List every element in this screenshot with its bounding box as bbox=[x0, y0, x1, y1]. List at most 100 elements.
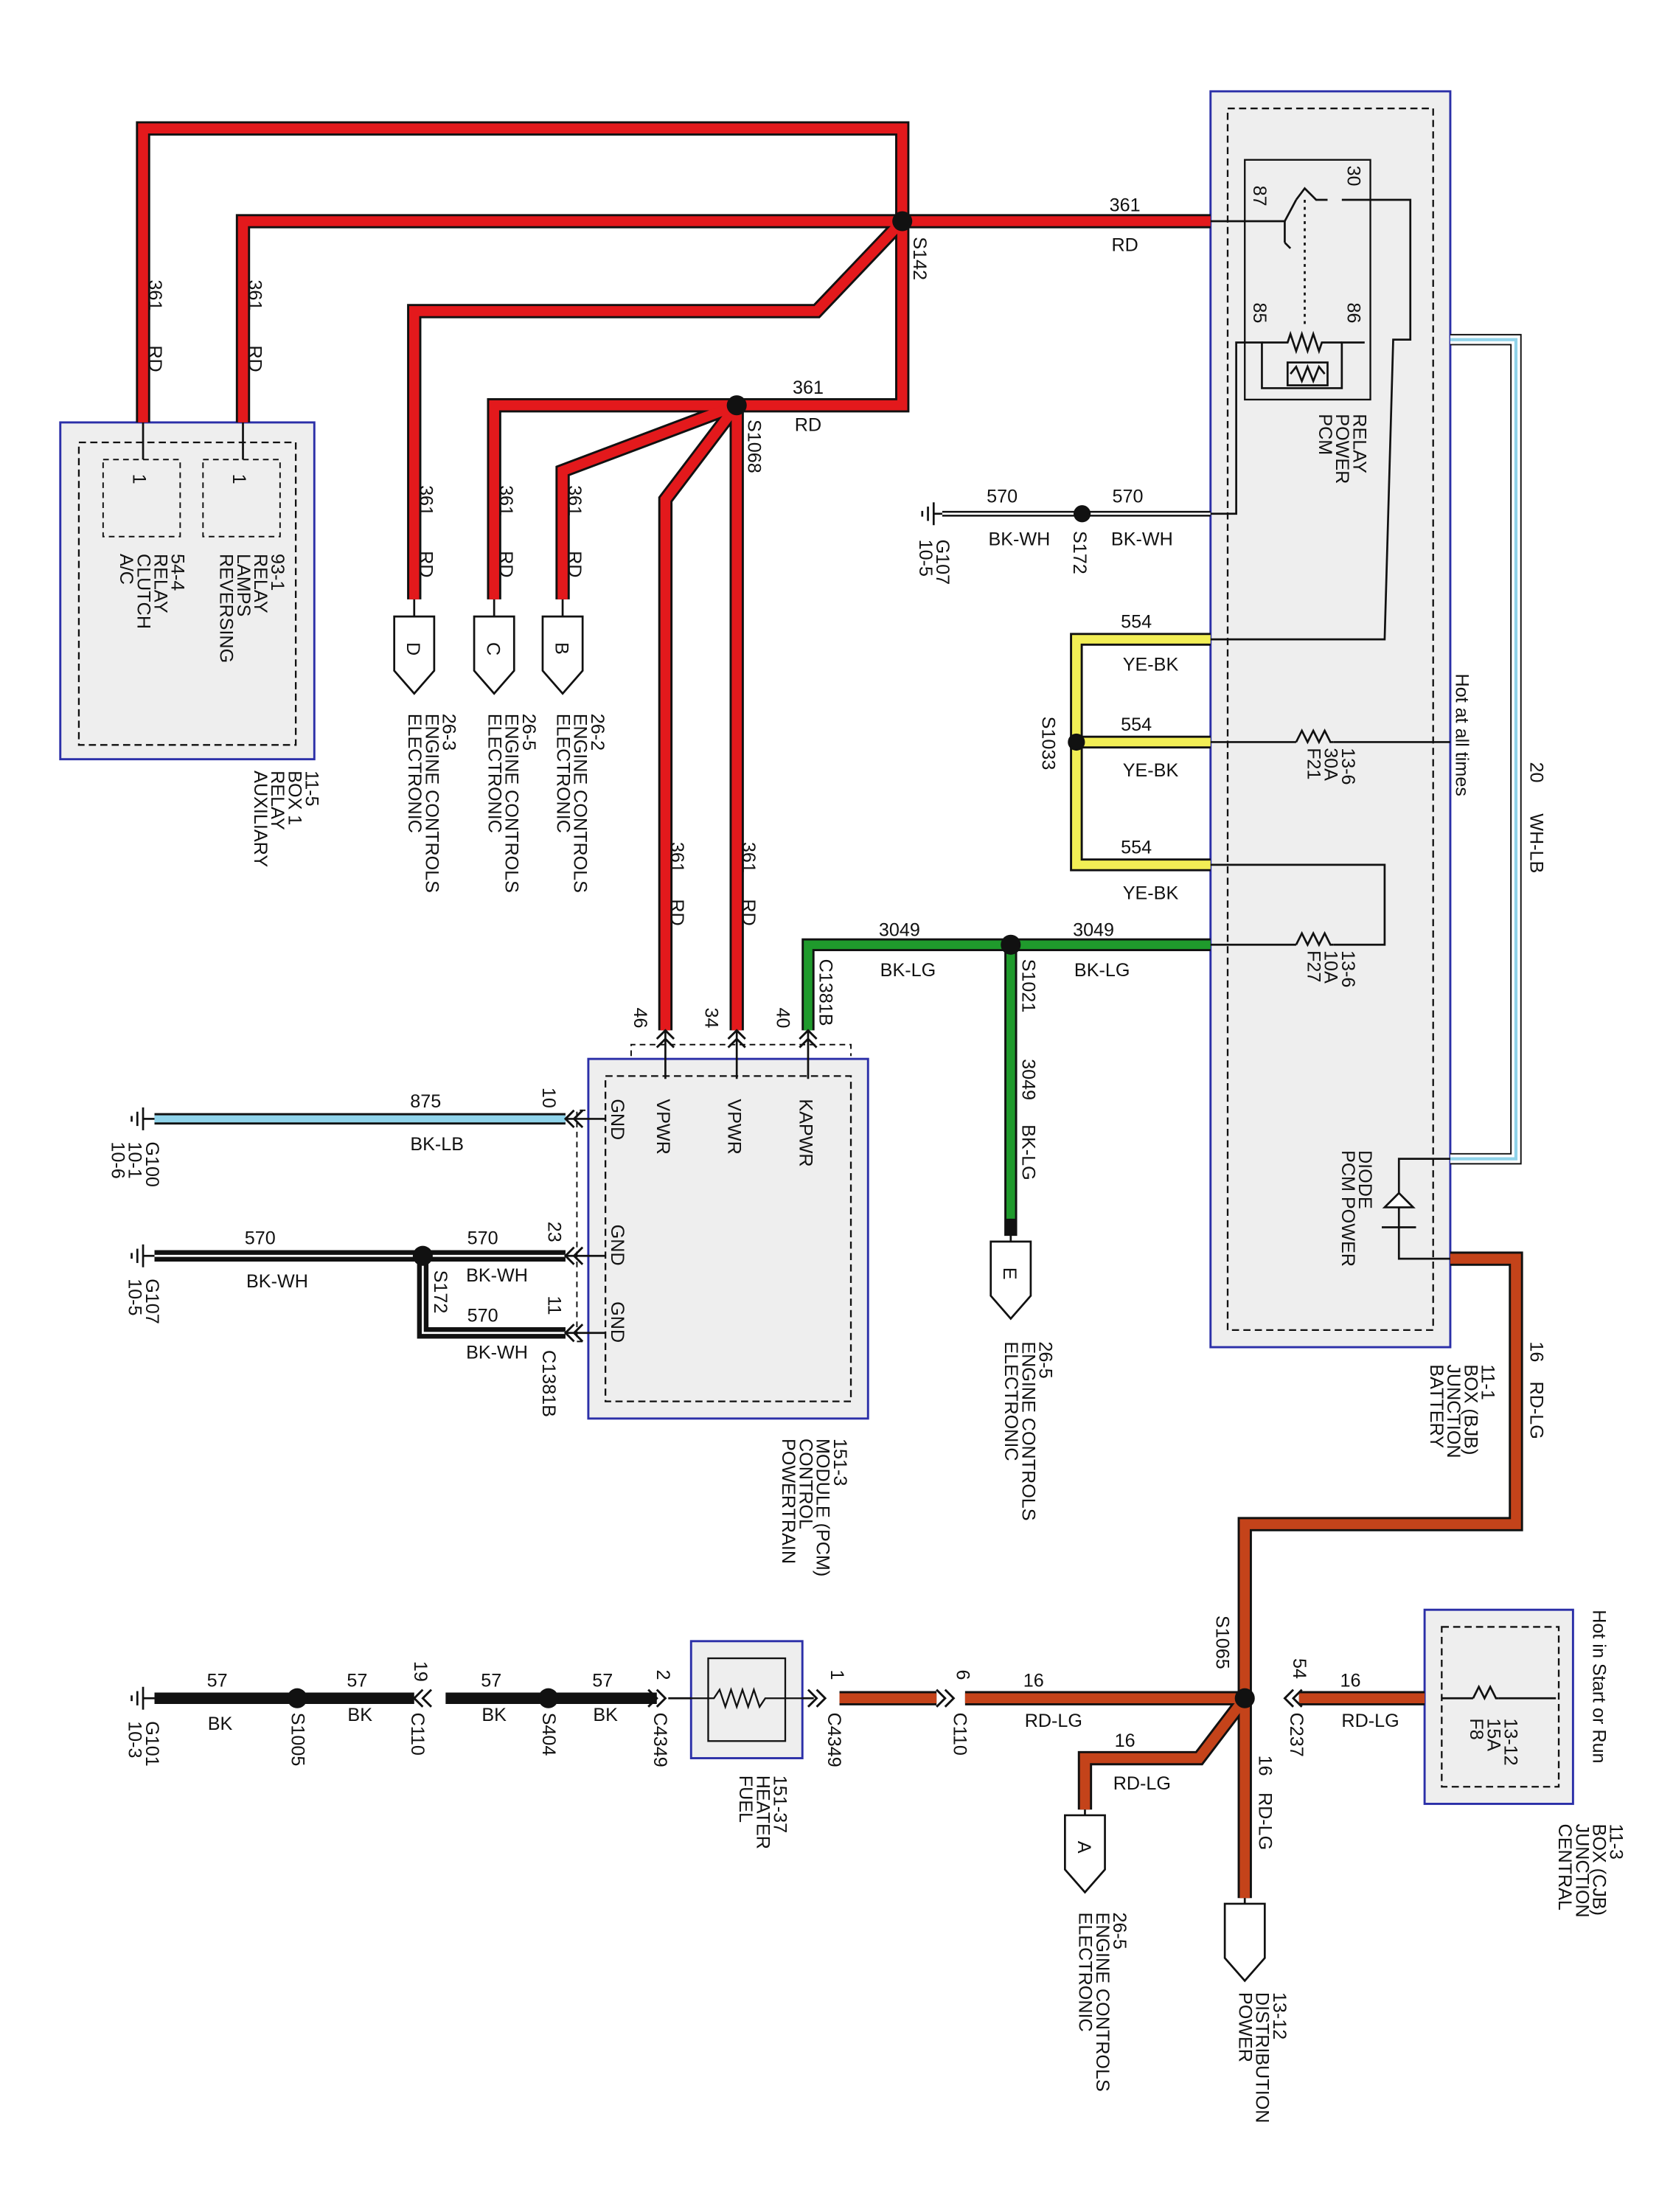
tag-d-shape bbox=[393, 615, 436, 695]
eec-c-0: ELECTRONIC bbox=[484, 714, 504, 833]
label-bklg-b: BK-LG bbox=[1074, 960, 1130, 981]
label-570-c: 570 bbox=[245, 1228, 276, 1249]
pwr-dist-0: POWER bbox=[1234, 1992, 1255, 2062]
circuit-361-wires bbox=[136, 121, 1211, 1031]
fuse-f21-rating: 30A bbox=[1321, 748, 1341, 781]
connector-chevrons bbox=[412, 1029, 1303, 1708]
ac-clutch-label-3: 54-4 bbox=[167, 554, 188, 591]
label-yebk-a: YE-BK bbox=[1123, 655, 1179, 675]
cjb-label-3: 11-3 bbox=[1606, 1824, 1627, 1860]
splice-s1005-dot bbox=[287, 1688, 307, 1708]
label-rd-c: RD bbox=[495, 551, 516, 577]
label-570-e: 570 bbox=[467, 1305, 498, 1326]
cjb-label-2: BOX (CJB) bbox=[1588, 1824, 1609, 1916]
eec-d-2: 26-3 bbox=[438, 714, 459, 751]
tag-c-shape bbox=[473, 615, 515, 695]
pcm-vpwr-34: VPWR bbox=[724, 1099, 745, 1154]
aux-label-3: 11-5 bbox=[302, 771, 322, 806]
hot-at-all-times: Hot at all times bbox=[1452, 674, 1472, 796]
eec-a-2: 26-5 bbox=[1109, 1913, 1130, 1950]
fuse-f27-ref: 13-6 bbox=[1338, 950, 1358, 987]
label-s1005: S1005 bbox=[287, 1713, 307, 1767]
circuit-3049-wires bbox=[801, 938, 1211, 1237]
pcm-diode-label-1: DIODE bbox=[1354, 1150, 1375, 1209]
label-c1381b-b: C1381B bbox=[538, 1350, 559, 1417]
label-bk-b: BK bbox=[347, 1705, 372, 1725]
pcm-label-0: POWERTRAIN bbox=[778, 1439, 799, 1564]
label-s172-a: S172 bbox=[1069, 531, 1090, 574]
relay-pin-87: 87 bbox=[1249, 186, 1270, 206]
label-57-b: 57 bbox=[347, 1671, 367, 1691]
cjb-label-1: JUNCTION bbox=[1571, 1824, 1592, 1918]
aux-label-2: BOX 1 bbox=[284, 771, 305, 825]
label-bk-c: BK bbox=[481, 1705, 507, 1725]
eec-e-1: ENGINE CONTROLS bbox=[1018, 1341, 1038, 1520]
pcm-gnd-23: GND bbox=[607, 1225, 627, 1266]
relay-pin-85: 85 bbox=[1249, 302, 1270, 323]
eec-e-2: 26-5 bbox=[1035, 1341, 1056, 1378]
pcm-diode-label-0: PCM POWER bbox=[1338, 1150, 1358, 1267]
ac-clutch-label-2: RELAY bbox=[150, 554, 171, 613]
label-570-b: 570 bbox=[1113, 486, 1144, 507]
pcm-relay-label-0: PCM bbox=[1315, 414, 1335, 455]
label-16-c110: 16 bbox=[1023, 1671, 1044, 1691]
label-361-bb: 361 bbox=[564, 485, 585, 516]
splice-s142-dot bbox=[892, 211, 913, 232]
eec-b-0: ELECTRONIC bbox=[552, 714, 573, 833]
label-rdlg-a: RD-LG bbox=[1113, 1773, 1171, 1794]
relay-pin-30: 30 bbox=[1343, 166, 1364, 187]
label-554-c: 554 bbox=[1121, 837, 1152, 858]
rev-lamps-label-3: 93-1 bbox=[267, 554, 288, 591]
fuse-f27-label: F27 bbox=[1303, 950, 1324, 982]
pin-6: 6 bbox=[952, 1670, 973, 1680]
label-s404: S404 bbox=[538, 1713, 559, 1756]
label-c4349-a: C4349 bbox=[824, 1713, 844, 1767]
label-rd-top: RD bbox=[1111, 235, 1138, 256]
label-c1381b-a: C1381B bbox=[815, 959, 835, 1026]
label-rd-b: RD bbox=[244, 345, 265, 372]
pcm-gnd-10: GND bbox=[607, 1099, 627, 1140]
ground-symbols bbox=[131, 502, 942, 1710]
fuse-f21-ref: 13-6 bbox=[1338, 748, 1358, 785]
splice-s1068-dot bbox=[726, 395, 747, 416]
label-57-d: 57 bbox=[592, 1671, 613, 1691]
label-rdlg-cjb: RD-LG bbox=[1341, 1711, 1399, 1731]
label-rd-bb: RD bbox=[564, 551, 585, 577]
label-361-46: 361 bbox=[667, 842, 687, 873]
label-20: 20 bbox=[1526, 762, 1546, 783]
label-bklg-a: BK-LG bbox=[880, 960, 936, 981]
ground-icon-g107b bbox=[131, 1244, 155, 1267]
label-875: 875 bbox=[410, 1091, 441, 1112]
fuse-f8-label: F8 bbox=[1466, 1718, 1486, 1739]
heater-label-1: HEATER bbox=[752, 1775, 773, 1849]
pcm-relay-label-2: RELAY bbox=[1349, 414, 1369, 473]
ground-g100-ref2: 10-6 bbox=[107, 1141, 128, 1178]
pcm-module bbox=[576, 1043, 869, 1420]
label-57-a: 57 bbox=[207, 1671, 228, 1691]
label-c110-b: C110 bbox=[407, 1713, 428, 1756]
label-s172-b: S172 bbox=[430, 1270, 451, 1314]
pcm-gnd-11: GND bbox=[607, 1301, 627, 1343]
tag-a-shape bbox=[1064, 1814, 1106, 1894]
label-16-cjb: 16 bbox=[1340, 1671, 1360, 1691]
pin-1b: 1 bbox=[229, 474, 249, 484]
pcm-relay-label-1: POWER bbox=[1332, 414, 1352, 484]
splice-s404-dot bbox=[538, 1688, 559, 1708]
terminal-tags bbox=[393, 615, 1266, 1983]
ground-icon-g107a bbox=[921, 502, 942, 526]
ground-icon-g101 bbox=[131, 1686, 155, 1710]
label-yebk-c: YE-BK bbox=[1123, 883, 1179, 903]
pcm-label-2: MODULE (PCM) bbox=[813, 1439, 833, 1576]
pwr-dist-2: 13-12 bbox=[1269, 1992, 1290, 2039]
label-yebk-b: YE-BK bbox=[1123, 760, 1179, 781]
label-c110-a: C110 bbox=[949, 1713, 970, 1756]
fuse-f8-ref: 13-12 bbox=[1500, 1718, 1520, 1765]
pin-54: 54 bbox=[1289, 1658, 1310, 1679]
tag-e-letter: E bbox=[999, 1267, 1020, 1280]
ac-clutch-label-1: CLUTCH bbox=[133, 554, 153, 629]
heater-label-2: 151-37 bbox=[770, 1775, 790, 1833]
label-bkwh-b: BK-WH bbox=[1111, 529, 1173, 549]
label-361-a: 361 bbox=[145, 279, 165, 310]
